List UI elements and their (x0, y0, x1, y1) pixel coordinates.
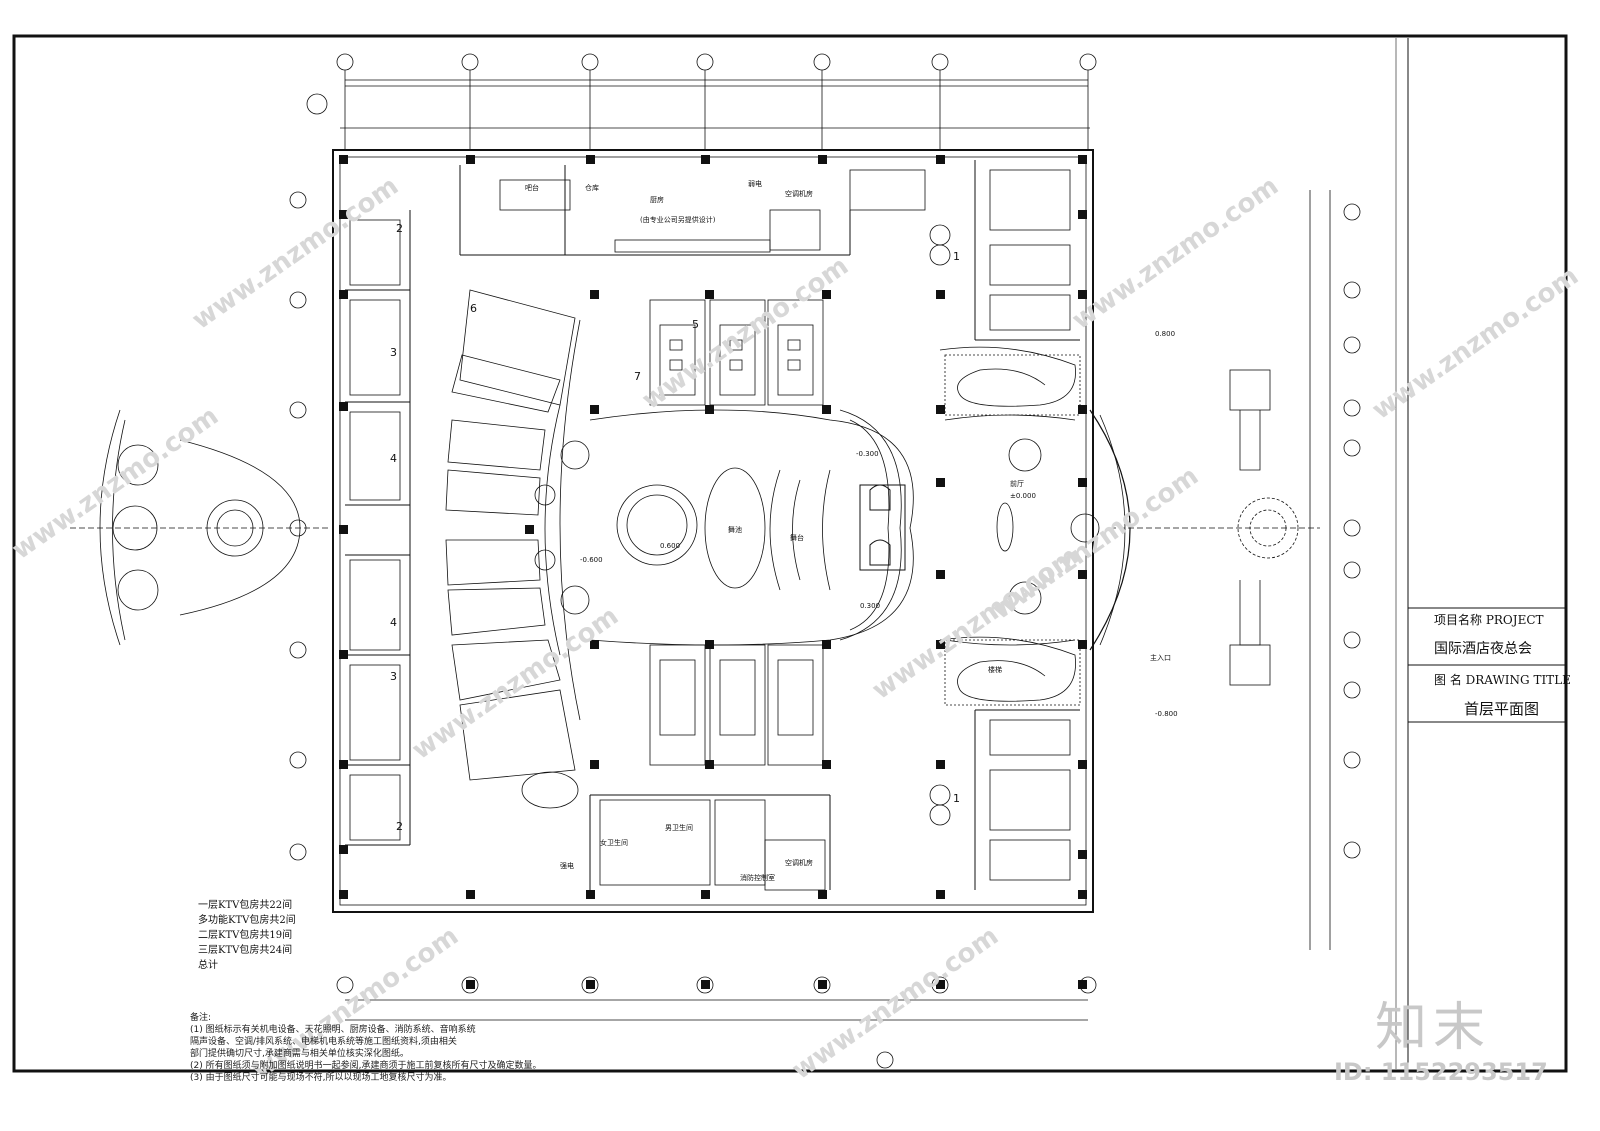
ktv-summary: 一层KTV包房共22间 多功能KTV包房共2间 二层KTV包房共19间 三层KT… (198, 898, 296, 973)
women-restroom-label: 女卫生间 (600, 838, 628, 847)
drawing-name: 首层平面图 (1464, 700, 1540, 718)
restroom-block (521, 771, 826, 891)
kitchen-area (499, 169, 926, 253)
hall-level: ±0.000 (1010, 492, 1036, 500)
strong-power-label: 强电 (560, 861, 574, 870)
hall-label: 前厅 (1010, 479, 1024, 488)
room-number-3-bottom: 3 (390, 670, 397, 683)
brand-id: ID: 1152293517 (1334, 1058, 1548, 1086)
brand-logo: 知末 (1375, 998, 1492, 1058)
stairs-label: 楼梯 (988, 665, 1002, 674)
kitchen-label: 厨房 (650, 195, 664, 204)
room-number-6: 6 (470, 302, 477, 315)
structural-columns (339, 155, 1087, 989)
vip-rooms-right (929, 169, 1071, 881)
room-number-4-top: 4 (390, 452, 397, 465)
project-label: 项目名称 PROJECT (1434, 613, 1544, 627)
outdoor-feature-left (70, 409, 330, 646)
spiral-stairs (939, 346, 1081, 706)
notes-heading: 备注: (190, 1013, 212, 1023)
level-neg800: -0.800 (1155, 710, 1178, 718)
right-grid-axes (1309, 190, 1361, 950)
room-number-5: 5 (692, 318, 699, 331)
ktv-summary-line: 二层KTV包房共19间 (198, 930, 293, 941)
level-neg300: -0.300 (856, 450, 879, 458)
level-800: 0.800 (1155, 330, 1175, 338)
central-hall (534, 409, 914, 646)
storage-label: 仓库 (585, 183, 599, 192)
ktv-summary-line: 多功能KTV包房共2间 (198, 915, 296, 926)
front-lobby (944, 409, 1131, 651)
top-grid-axes (336, 53, 1097, 150)
room-number-4-bottom: 4 (390, 616, 397, 629)
level-300: 0.300 (860, 602, 880, 610)
stage-label: 舞台 (790, 533, 804, 542)
note-line: (1) 图纸标示有关机电设备、天花照明、厨房设备、消防系统、音响系统 (190, 1025, 476, 1035)
building-walls (332, 149, 1094, 913)
entrance-canopy (1110, 369, 1320, 686)
entrance-label: 主入口 (1150, 653, 1171, 662)
project-name: 国际酒店夜总会 (1434, 641, 1532, 657)
notes: 备注: (1) 图纸标示有关机电设备、天花照明、厨房设备、消防系统、音响系统 隔… (190, 1012, 620, 1084)
ac-room-label-bottom: 空调机房 (785, 858, 813, 867)
fire-control-label: 消防控制室 (740, 873, 775, 882)
room-number-2-top: 2 (396, 222, 403, 235)
note-line: (2) 所有图纸须与附加图纸说明书一起参阅,承建商须于施工前复核所有尺寸及确定数… (190, 1061, 542, 1071)
note-line: 部门提供确切尺寸,承建商需与相关单位核实深化图纸。 (190, 1049, 409, 1059)
ac-room-label: 空调机房 (785, 189, 813, 198)
level-600: 0.600 (660, 542, 680, 550)
weak-power-label: 弱电 (748, 179, 762, 188)
ktv-summary-line: 一层KTV包房共22间 (198, 900, 293, 911)
men-restroom-label: 男卫生间 (665, 823, 693, 832)
ktv-rooms-arc (445, 289, 581, 781)
stage (859, 484, 906, 571)
dance-floor-label: 舞池 (728, 525, 742, 534)
bottom-grid-axes (336, 976, 1097, 1069)
bar-label: 吧台 (525, 183, 539, 192)
kitchen-note: (由专业公司另提供设计) (640, 215, 716, 224)
room-number-2-bottom: 2 (396, 820, 403, 833)
room-number-1-top: 1 (953, 250, 960, 263)
level-neg600: -0.600 (580, 556, 603, 564)
ktv-summary-line: 总计 (198, 960, 218, 971)
room-number-7: 7 (634, 370, 641, 383)
sheet-border-outer (12, 34, 1568, 1073)
ktv-rooms-left (349, 219, 401, 841)
ktv-rooms-top (649, 299, 824, 406)
drawing-label: 图 名 DRAWING TITLE (1434, 673, 1571, 687)
ktv-summary-line: 三层KTV包房共24间 (198, 945, 293, 956)
note-line: 隔声设备、空调/排风系统、电梯机电系统等施工图纸资料,须由相关 (190, 1037, 457, 1047)
note-line: (3) 由于图纸尺寸可能与现场不符,所以以现场工地复核尺寸为准。 (190, 1073, 452, 1083)
room-number-3-top: 3 (390, 346, 397, 359)
room-number-1-bottom: 1 (953, 792, 960, 805)
